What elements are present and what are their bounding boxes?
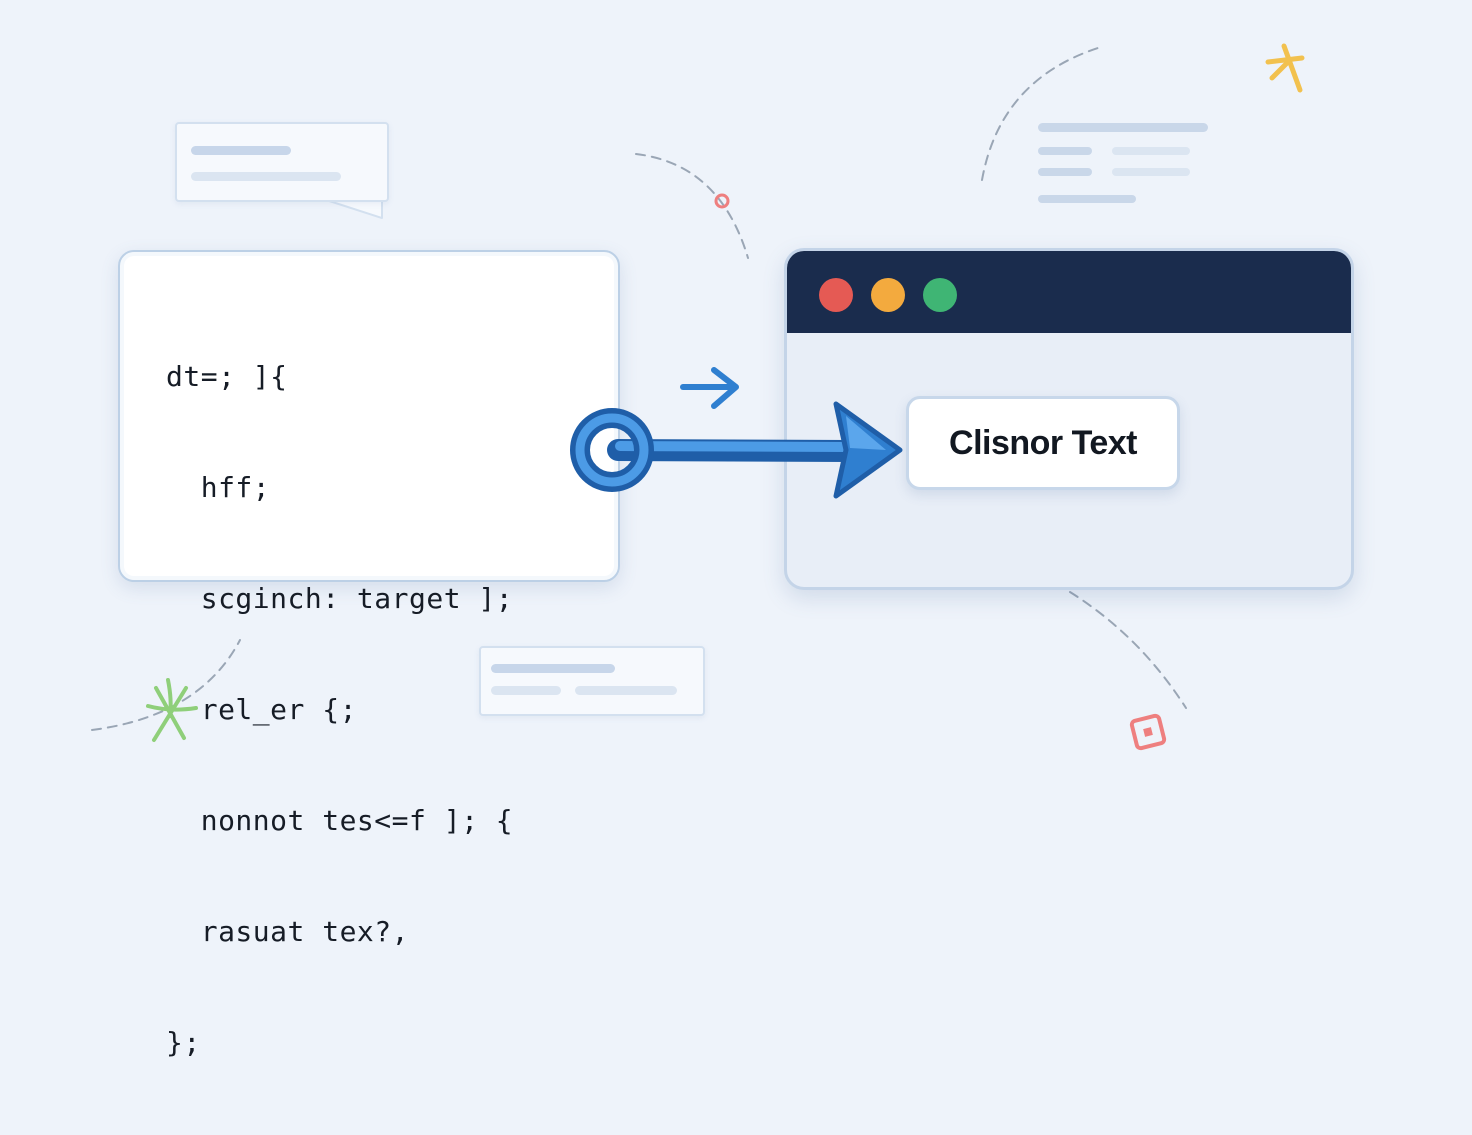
code-block: dt=; ]{ hff; scginch: target ]; rel_er {…	[166, 284, 513, 1135]
result-text-label: Clisnor Text	[906, 396, 1180, 490]
placeholder-line	[575, 686, 677, 695]
code-line: hff;	[166, 471, 271, 504]
window-close-dot[interactable]	[819, 278, 853, 312]
code-line: scginch: target ];	[166, 582, 514, 615]
floating-text-lines	[1038, 123, 1208, 203]
code-panel: dt=; ]{ hff; scginch: target ]; rel_er {…	[118, 250, 620, 1059]
sparkle-icon	[1265, 43, 1305, 93]
placeholder-line	[491, 664, 615, 673]
dashed-arc-top-center	[635, 153, 749, 259]
code-line: nonnot tes<=f ]; {	[166, 804, 514, 837]
placeholder-line	[191, 146, 291, 155]
placeholder-line	[491, 686, 561, 695]
placeholder-card-top	[175, 122, 389, 202]
small-ring-red	[714, 193, 730, 209]
code-line: rel_er {;	[166, 693, 357, 726]
dashed-arc-bottom-left	[91, 639, 241, 731]
code-line: };	[166, 1026, 201, 1059]
window-maximize-dot[interactable]	[923, 278, 957, 312]
browser-titlebar	[787, 251, 1351, 333]
placeholder-line	[191, 172, 341, 181]
code-line: dt=; ]{	[166, 360, 288, 393]
placeholder-card-bottom	[479, 646, 705, 716]
dashed-arc-bottom-right	[1069, 591, 1187, 709]
leaf-sparkle-icon	[146, 678, 198, 742]
code-line: rasuat tex?,	[166, 915, 410, 948]
window-minimize-dot[interactable]	[871, 278, 905, 312]
dashed-arc-top-right	[981, 47, 1099, 181]
square-badge-icon	[1129, 713, 1167, 751]
decorations	[91, 43, 1305, 751]
